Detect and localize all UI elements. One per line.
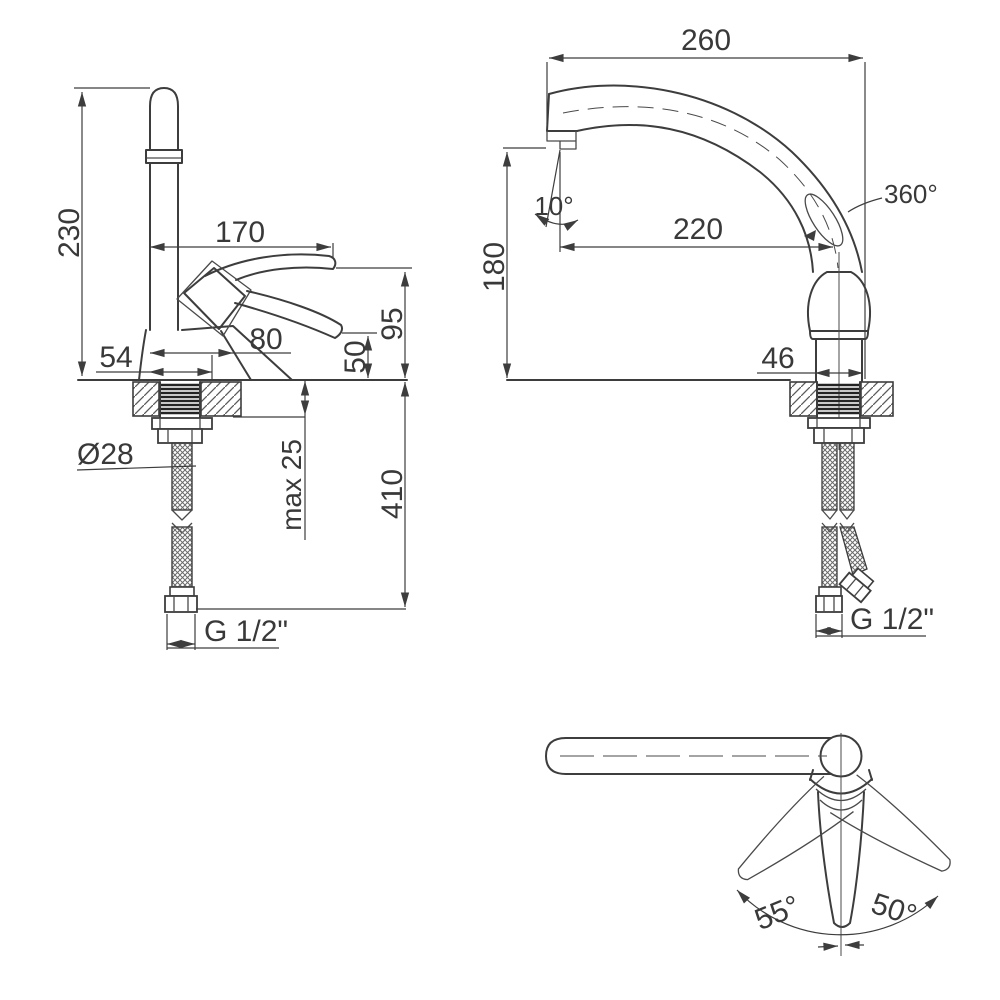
dim-spout-reach: 170 [215,216,265,249]
dim-shank-diameter: Ø28 [77,438,134,471]
hose-nut-front [815,595,843,613]
spout-aerator [546,131,577,150]
dim-body-depth: 80 [249,323,282,356]
hose-fitting [169,586,195,597]
faucet-body [138,325,293,381]
counter-hatch-left [789,381,818,417]
angled-hose [839,526,868,576]
dim-total-height: 230 [53,208,86,258]
mounting-flange [151,417,213,430]
handle-top [737,733,951,956]
cartridge-cap [176,260,252,337]
swivel-arrow [804,230,816,241]
threaded-shank [161,383,199,415]
handle-ghost-right [737,775,854,881]
dim-thread-side: G 1/2" [204,615,288,648]
handle-ghost-left [829,774,951,872]
side-view: 230 170 95 50 80 54 Ø28 max 25 410 [53,87,412,650]
front-view-dimensions: 260 180 220 10° 360° 46 G 1/2" [478,24,938,638]
dim-base-diameter: 46 [761,342,794,375]
dim-spout-projection: 220 [673,213,723,246]
dim-thread-front: G 1/2" [850,603,934,636]
dim-outlet-height: 95 [376,307,409,340]
mounting-section-front [789,381,894,444]
curved-spout [546,84,863,273]
locknut-front [813,427,865,444]
spout-top [545,734,863,778]
dim-swing-left: 55° [750,889,804,937]
top-view: 55° 50° [545,733,951,956]
dim-base-width: 54 [99,341,132,374]
locknut [157,428,203,444]
dim-deck-thickness: max 25 [276,439,307,531]
dim-outlet-height-front: 180 [478,242,511,292]
twin-hoses [815,442,875,613]
handle-lever [204,253,344,339]
dim-outlet-angle: 10° [534,191,573,221]
counter-hatch-left [132,381,160,417]
flexible-hose [164,442,198,613]
side-view-dimensions: 230 170 95 50 80 54 Ø28 max 25 410 [53,87,412,650]
spout-column [145,87,183,331]
spout-centerline [562,106,839,269]
front-body [806,252,872,450]
dim-hose-length: 410 [376,469,409,519]
dim-overall-reach: 260 [681,24,731,57]
counter-hatch-right [860,381,894,417]
hose-nut [164,595,198,613]
front-view: 260 180 220 10° 360° 46 G 1/2" [478,24,938,638]
hose-fitting-front [818,586,842,597]
top-view-dimensions: 55° 50° [736,887,939,951]
dim-swivel-angle: 360° [884,179,938,209]
dim-swing-right: 50° [867,887,920,932]
counter-hatch-right [200,381,242,417]
mounting-section [132,381,242,444]
angled-hose-nut [838,567,875,604]
swivel-ellipse [804,193,844,247]
dim-lever-end-height: 50 [339,340,372,373]
threaded-shank-front [818,383,859,415]
